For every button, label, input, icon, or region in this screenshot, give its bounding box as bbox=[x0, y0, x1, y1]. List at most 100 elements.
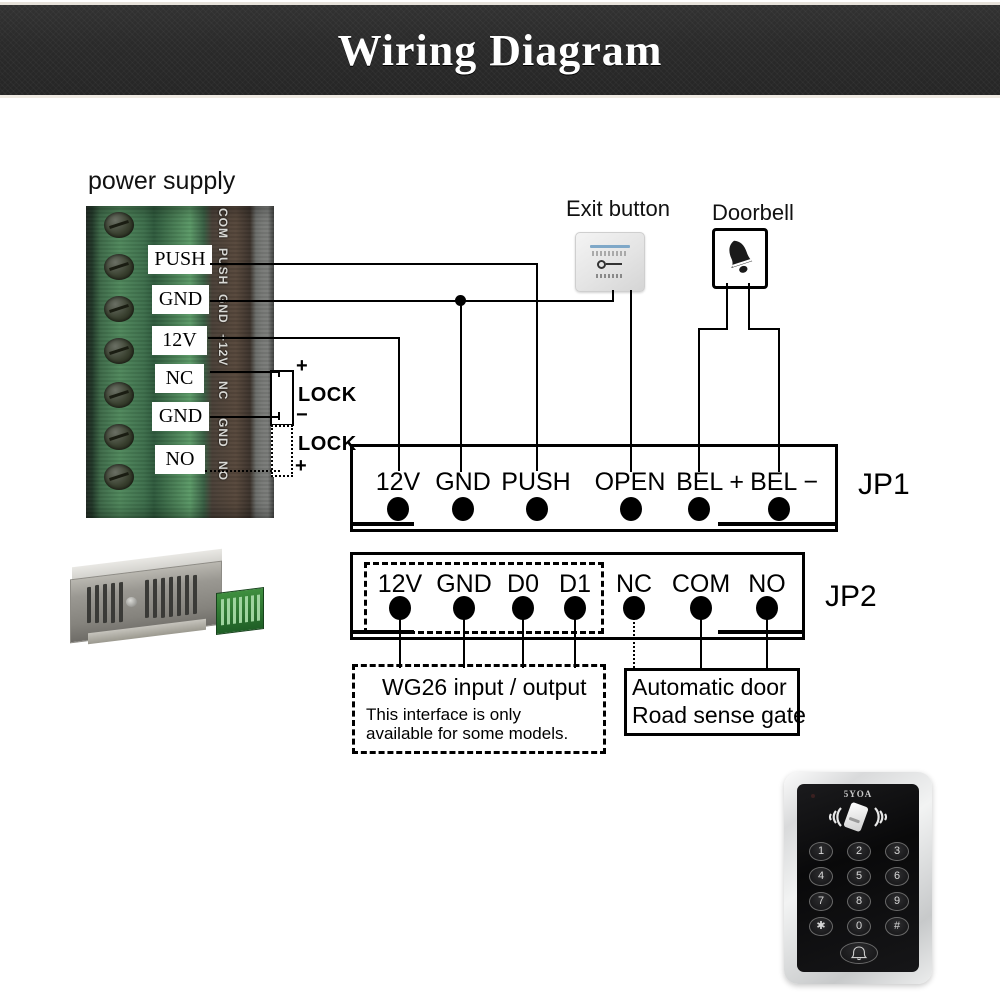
wire-12v-horizontal bbox=[208, 337, 400, 339]
jp1-terminal-label-push: PUSH bbox=[501, 468, 571, 496]
terminal-label-gnd-2: GND bbox=[152, 402, 209, 431]
doorbell-label: Doorbell bbox=[712, 200, 794, 225]
vent-slot bbox=[111, 582, 115, 624]
keypad-key-4[interactable]: 4 bbox=[809, 867, 833, 886]
jp1-pin-push[interactable] bbox=[526, 497, 548, 521]
screw-icon bbox=[104, 424, 134, 450]
jp2-terminal-label-com: COM bbox=[671, 570, 731, 598]
jp2-terminal-label-nc: NC bbox=[615, 570, 653, 598]
exit-button-text-line bbox=[592, 251, 628, 256]
vent-slot bbox=[169, 576, 173, 618]
lock-label-lower: LOCK bbox=[298, 433, 357, 455]
rfid-wave-right-icon bbox=[874, 807, 888, 827]
jp1-pin-open[interactable] bbox=[620, 497, 642, 521]
jp2-pin-12v[interactable] bbox=[389, 596, 411, 620]
wire-doorbell-right-leg bbox=[748, 283, 750, 329]
jp2-name-label: JP2 bbox=[825, 580, 877, 613]
jp2-connector-box bbox=[350, 552, 805, 640]
screw-icon bbox=[104, 296, 134, 322]
jp1-pin-12v[interactable] bbox=[387, 497, 409, 521]
jp2-wg26-group-outline bbox=[364, 562, 604, 634]
vent-slot bbox=[185, 574, 189, 616]
screw-icon bbox=[104, 382, 134, 408]
wire-nc-to-lock-drop bbox=[278, 371, 280, 377]
keypad-key-9[interactable]: 9 bbox=[885, 892, 909, 911]
bell-icon bbox=[850, 946, 868, 961]
jp2-terminal-label-no: NO bbox=[748, 570, 786, 598]
keypad-status-led-icon bbox=[811, 794, 815, 798]
wire-jp2-no-down bbox=[766, 618, 768, 668]
keypad-key-2[interactable]: 2 bbox=[847, 842, 871, 861]
keypad-face: 5YOA 1 2 3 4 5 6 7 8 9 ✱ 0 # bbox=[797, 784, 919, 972]
vent-slot bbox=[161, 577, 165, 619]
wire-gnd-vertical-to-jp1 bbox=[460, 300, 462, 472]
page-header-banner: Wiring Diagram bbox=[0, 2, 1000, 98]
lock-label-upper: LOCK bbox=[298, 384, 357, 406]
exit-button-led-strip bbox=[590, 245, 630, 248]
jp2-pin-d1[interactable] bbox=[564, 596, 586, 620]
keypad-brand-label: 5YOA bbox=[843, 789, 873, 799]
jp2-pin-no[interactable] bbox=[756, 596, 778, 620]
wire-jp2-d1-down bbox=[574, 618, 576, 668]
jp1-terminal-label-bel-minus: BEL − bbox=[750, 468, 818, 496]
jp1-pin-gnd[interactable] bbox=[452, 497, 474, 521]
lock-symbol-dotted bbox=[271, 425, 293, 477]
wire-exitbtn-left-leg bbox=[612, 290, 614, 302]
pcb-side-text-gnd2: GND bbox=[216, 418, 230, 448]
rfid-keypad-device[interactable]: 5YOA 1 2 3 4 5 6 7 8 9 ✱ 0 # bbox=[784, 772, 932, 984]
keypad-key-0[interactable]: 0 bbox=[847, 917, 871, 936]
keypad-key-1[interactable]: 1 bbox=[809, 842, 833, 861]
automatic-door-caption-box bbox=[624, 668, 800, 736]
vent-slot bbox=[145, 579, 149, 619]
jp1-terminal-label-bel-plus: BEL + bbox=[676, 468, 744, 496]
jp1-pin-bel-minus[interactable] bbox=[768, 497, 790, 521]
keypad-key-7[interactable]: 7 bbox=[809, 892, 833, 911]
wg26-caption-line2: available for some models. bbox=[366, 724, 569, 743]
wg26-caption-line1: This interface is only bbox=[366, 705, 521, 724]
jp1-terminal-label-12v: 12V bbox=[375, 468, 421, 496]
power-supply-unit-photo bbox=[60, 548, 264, 657]
rfid-wave-left-icon bbox=[828, 807, 842, 827]
vent-slot bbox=[119, 581, 123, 623]
auto-door-caption-line1: Automatic door bbox=[632, 674, 787, 700]
keypad-doorbell-key[interactable] bbox=[840, 942, 878, 964]
jp1-terminal-label-gnd: GND bbox=[435, 468, 491, 496]
wire-gnd-to-lock bbox=[210, 416, 280, 418]
terminal-label-push: PUSH bbox=[148, 245, 212, 274]
jp2-pin-com[interactable] bbox=[690, 596, 712, 620]
wire-gnd-to-lock-rise bbox=[278, 412, 280, 420]
jp2-pin-nc[interactable] bbox=[623, 596, 645, 620]
jp1-name-label: JP1 bbox=[858, 468, 910, 501]
wire-nc-to-lock bbox=[210, 371, 280, 373]
jp2-pin-gnd[interactable] bbox=[453, 596, 475, 620]
screw-icon bbox=[104, 254, 134, 280]
terminal-label-no: NO bbox=[155, 445, 205, 474]
exit-button-device[interactable] bbox=[575, 232, 645, 292]
keypad-key-5[interactable]: 5 bbox=[847, 867, 871, 886]
jp2-terminal-label-gnd: GND bbox=[436, 570, 492, 598]
vent-slot bbox=[177, 575, 181, 617]
keypad-key-hash[interactable]: # bbox=[885, 917, 909, 936]
keypad-key-star[interactable]: ✱ bbox=[809, 917, 833, 936]
keypad-key-6[interactable]: 6 bbox=[885, 867, 909, 886]
jp2-pin-d0[interactable] bbox=[512, 596, 534, 620]
vent-slot bbox=[103, 583, 107, 624]
wire-jp2-d0-down bbox=[522, 618, 524, 668]
wire-doorbell-to-bel-minus bbox=[778, 328, 780, 472]
keypad-key-3[interactable]: 3 bbox=[885, 842, 909, 861]
pcb-side-text-12v: +12V bbox=[216, 334, 230, 367]
jp1-pin-bel-plus[interactable] bbox=[688, 497, 710, 521]
pcb-side-text-com: COM bbox=[216, 208, 230, 239]
terminal-label-gnd-1: GND bbox=[152, 285, 209, 314]
vent-slot bbox=[153, 578, 157, 619]
jp1-connector-box bbox=[350, 444, 838, 532]
wire-doorbell-right-jog bbox=[748, 328, 780, 330]
wire-jp2-gnd-down bbox=[463, 618, 465, 668]
pcb-side-text-push: PUSH bbox=[216, 248, 230, 286]
wg26-caption-title: WG26 input / output bbox=[382, 674, 587, 700]
lock-plus-sign-upper: + bbox=[296, 355, 308, 377]
screw-icon bbox=[104, 338, 134, 364]
keypad-key-8[interactable]: 8 bbox=[847, 892, 871, 911]
doorbell-device[interactable] bbox=[712, 228, 768, 289]
